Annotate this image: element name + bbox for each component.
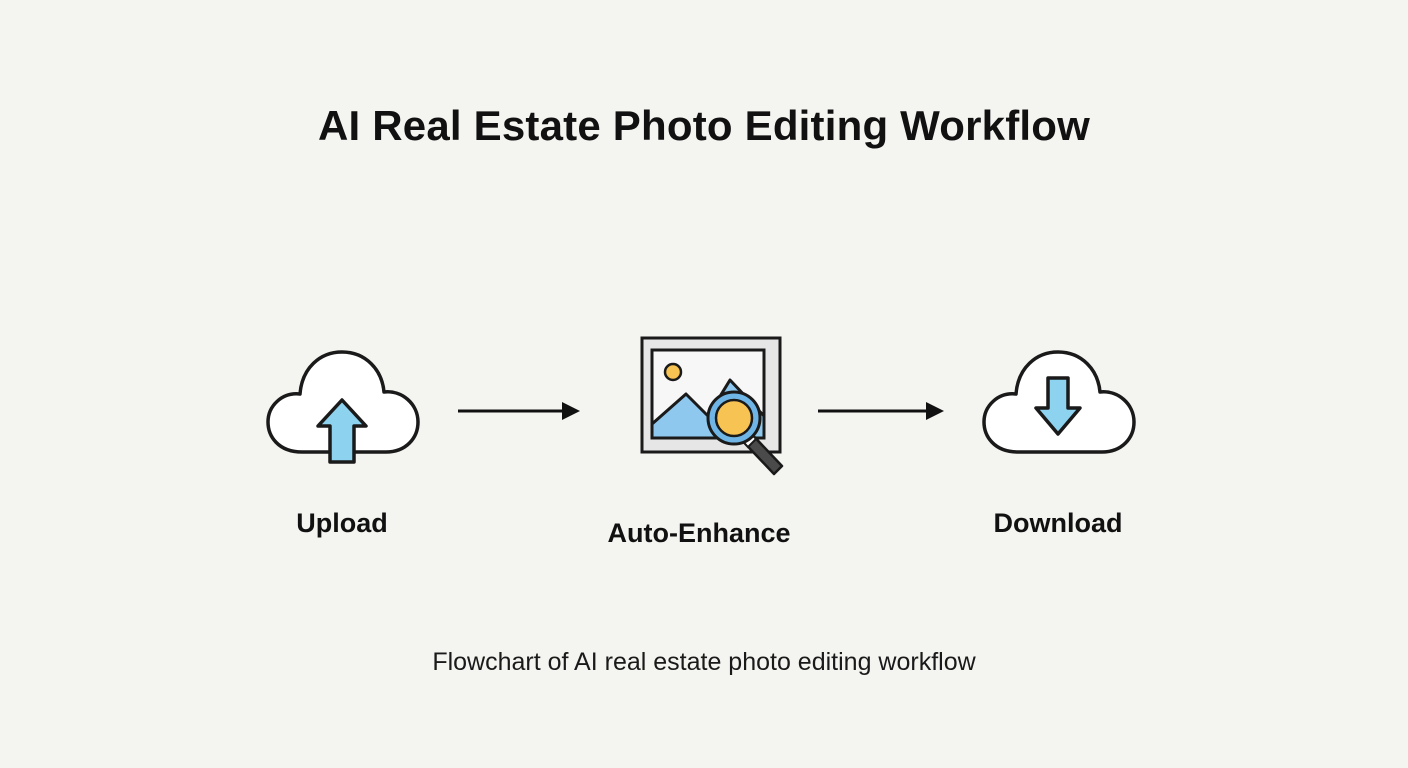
arrow-right-icon [458, 402, 580, 420]
step-download: Download [938, 330, 1178, 539]
step-auto-enhance: Auto-Enhance [579, 330, 819, 549]
step-label-auto-enhance: Auto-Enhance [607, 518, 791, 548]
diagram-title: AI Real Estate Photo Editing Workflow [317, 102, 1090, 149]
arrow-right-icon [818, 402, 944, 420]
step-upload: Upload [222, 330, 462, 539]
step-label-download: Download [993, 508, 1123, 538]
cloud-download-icon [982, 350, 1136, 454]
diagram-caption: Flowchart of AI real estate photo editin… [432, 648, 976, 676]
step-label-upload: Upload [296, 508, 388, 538]
image-magnifier-icon [640, 336, 784, 476]
cloud-upload-icon [266, 350, 420, 464]
